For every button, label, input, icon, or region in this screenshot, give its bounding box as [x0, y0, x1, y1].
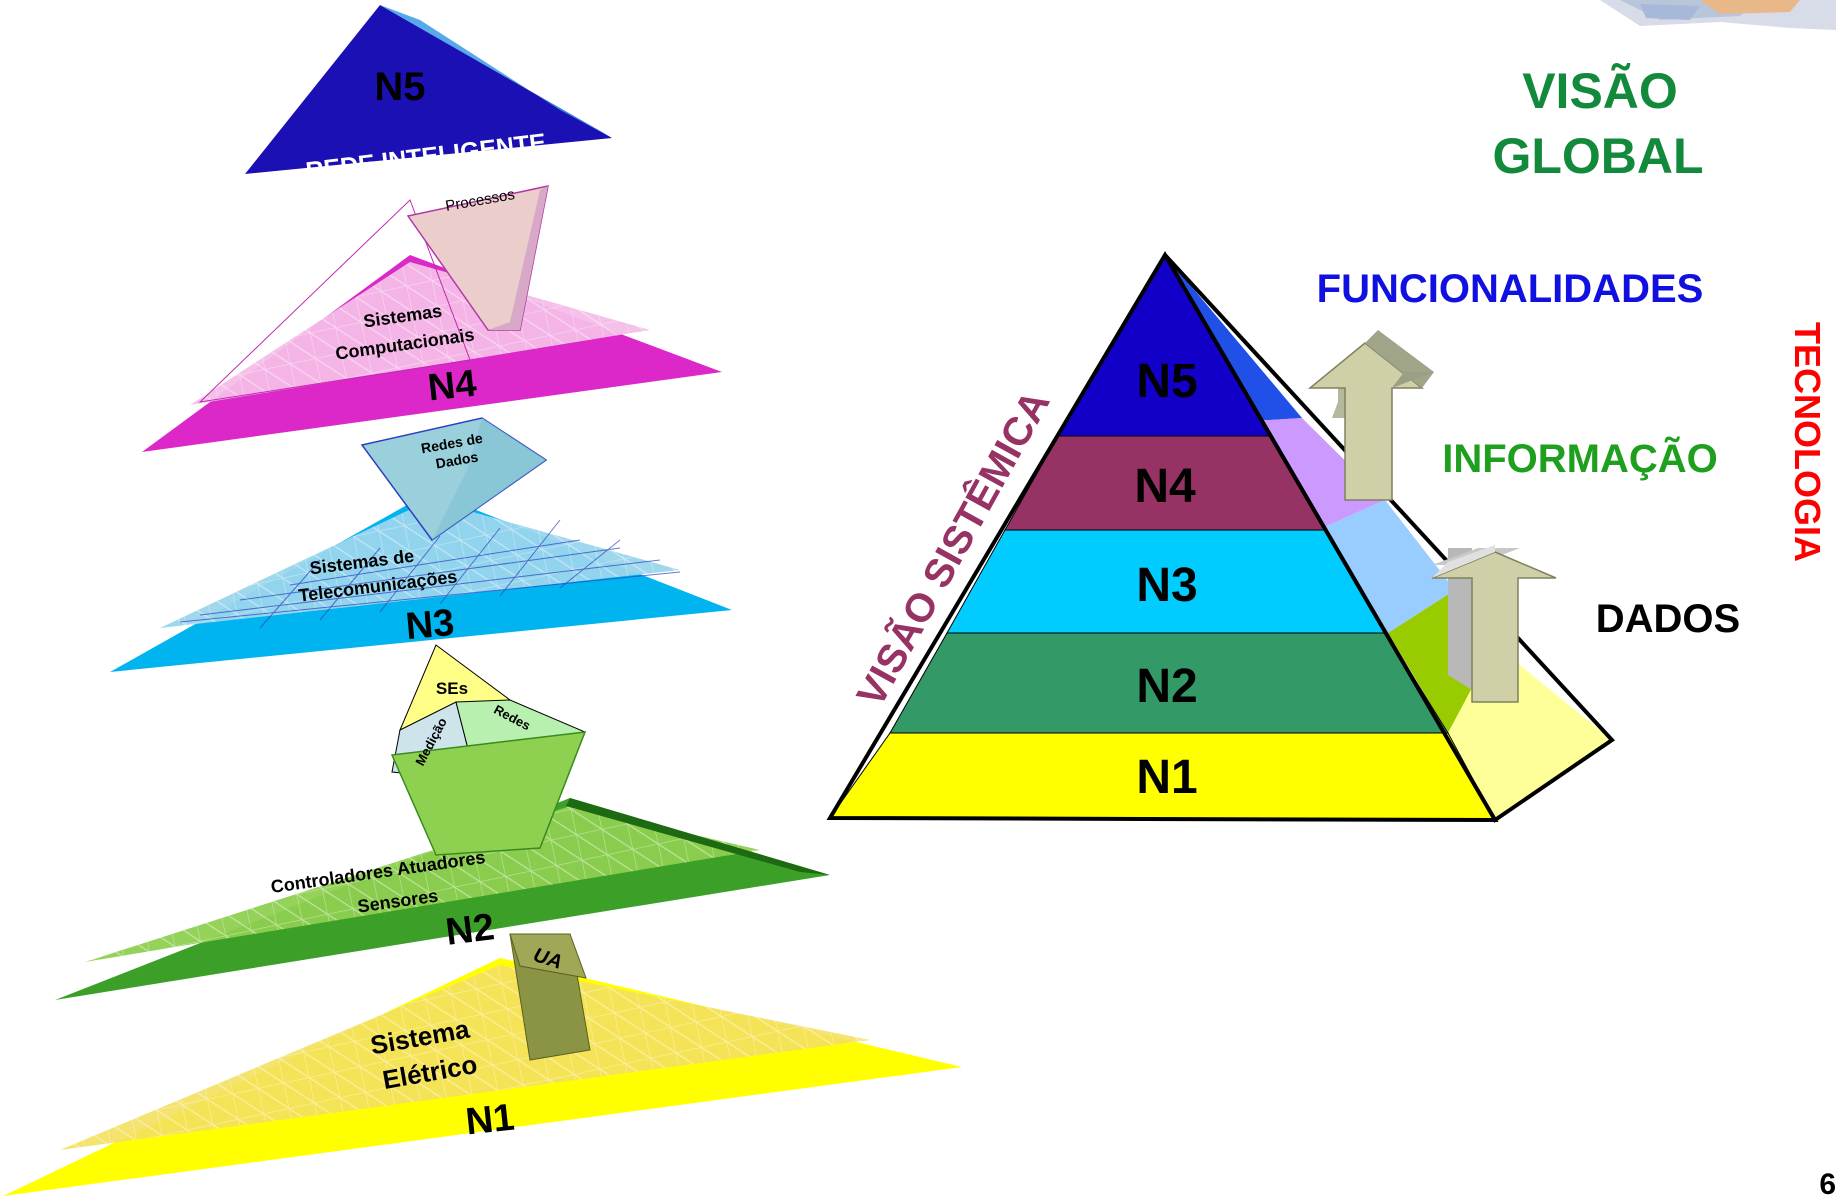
- page-number: 6: [1819, 1168, 1836, 1196]
- pyramid-side-n5: [1165, 255, 1302, 422]
- visao-global-title-line1: VISÃO: [1522, 63, 1678, 119]
- dados-label: DADOS: [1596, 597, 1740, 641]
- layer-n2: SEs Medição Redes Controladores Atuadore…: [55, 644, 830, 1000]
- layer-n2-level-label: N2: [443, 906, 496, 954]
- funcionalidades-label: FUNCIONALIDADES: [1317, 267, 1704, 311]
- layer-n4: Processos Sistemas Computacionais N4: [142, 185, 722, 452]
- pyramid-label-n3: N3: [1136, 559, 1197, 612]
- pyramid-label-n5: N5: [1136, 355, 1197, 408]
- ses-label: SEs: [436, 679, 468, 698]
- arrow-informacao-icon: [1307, 330, 1434, 501]
- arrow-dados-icon: [1431, 545, 1557, 703]
- layer-n3: Redes de Dados Sistemas de Telecomunicaç…: [110, 417, 732, 672]
- layer-n5-level-label: N5: [374, 65, 425, 109]
- pyramid-label-n1: N1: [1136, 751, 1197, 804]
- corner-decoration: [1600, 0, 1836, 30]
- pyramid-side-n3: [1318, 500, 1455, 633]
- layer-n3-level-label: N3: [404, 602, 456, 648]
- informacao-label: INFORMAÇÃO: [1442, 435, 1718, 481]
- layer-n5-plate: [245, 5, 612, 174]
- layer-n1: UA Sistema Elétrico N1: [3, 933, 962, 1196]
- pyramid-label-n2: N2: [1136, 660, 1197, 713]
- visao-global-title-line2: GLOBAL: [1492, 128, 1703, 184]
- pyramid-label-n4: N4: [1134, 460, 1196, 513]
- pyramid: N5 N4 N3 N2 N1 VISÃO SISTÊMICA: [826, 251, 1616, 823]
- layer-n4-level-label: N4: [426, 363, 479, 410]
- redes-de-dados-label-line2: Dados: [434, 448, 479, 471]
- layer-n1-level-label: N1: [464, 1097, 517, 1144]
- tecnologia-label: TECNOLOGIA: [1787, 322, 1828, 562]
- layer-n5: N5 REDE INTELIGENTE: [245, 5, 612, 186]
